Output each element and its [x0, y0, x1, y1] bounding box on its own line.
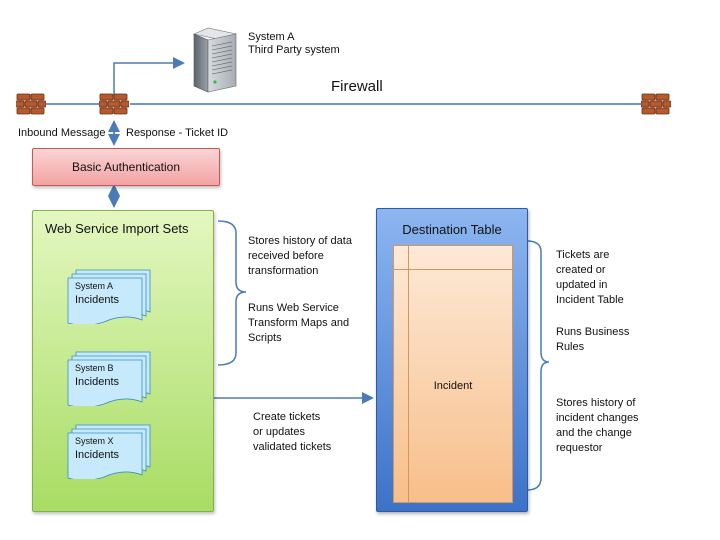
doc-system-label: System B — [75, 363, 114, 373]
doc-system-label: System A — [75, 281, 114, 291]
system-a-sublabel: Third Party system — [248, 44, 340, 56]
history-note-line: received before — [248, 250, 324, 262]
document-stack-icon — [67, 351, 151, 406]
server-icon — [193, 27, 237, 93]
response-ticket-label: Response - Ticket ID — [126, 127, 229, 139]
transform-note-line: Runs Web Service — [248, 302, 339, 314]
transform-note: Runs Web Service Transform Maps and Scri… — [248, 301, 349, 346]
firewall-brick-icon — [99, 93, 129, 115]
tickets-note-line: updated in — [556, 279, 608, 291]
firewall-label: Firewall — [331, 78, 383, 95]
incident-table: Incident — [393, 245, 513, 503]
destination-brace — [526, 240, 550, 491]
business-rules-note: Runs Business Rules — [556, 325, 629, 355]
document-stack-icon — [67, 424, 151, 479]
doc-incidents-label: Incidents — [75, 376, 120, 388]
basic-authentication-box: Basic Authentication — [32, 148, 220, 186]
import-sets-brace — [217, 220, 247, 366]
transform-note-line: Scripts — [248, 332, 282, 344]
changes-history-note: Stores history of incident changes and t… — [556, 396, 639, 456]
inbound-message-label: Inbound Message — [18, 127, 106, 139]
doc-system-label: System X — [75, 436, 114, 446]
import-sets-title: Web Service Import Sets — [45, 221, 189, 236]
table-header-divider — [394, 269, 512, 270]
changes-history-line: and the change — [556, 427, 632, 439]
create-tickets-line: or updates — [253, 426, 305, 438]
tickets-note-line: Tickets are — [556, 249, 610, 261]
history-note: Stores history of data received before t… — [248, 234, 352, 279]
changes-history-line: Stores history of — [556, 397, 636, 409]
business-rules-line: Rules — [556, 341, 585, 353]
system-a-label: System A — [248, 31, 295, 43]
document-stack-system-b: System B Incidents — [66, 350, 152, 406]
changes-history-line: requestor — [556, 442, 603, 454]
incident-table-label: Incident — [433, 380, 473, 392]
basic-authentication-label: Basic Authentication — [71, 160, 181, 174]
tickets-note: Tickets are created or updated in Incide… — [556, 248, 624, 308]
history-note-line: Stores history of data — [248, 235, 352, 247]
create-tickets-line: Create tickets — [253, 411, 321, 423]
table-column-divider — [408, 246, 409, 502]
document-stack-icon — [67, 269, 151, 324]
doc-incidents-label: Incidents — [75, 294, 120, 306]
firewall-brick-icon — [16, 93, 46, 115]
transform-note-line: Transform Maps and — [248, 317, 350, 329]
to-system-a-arrow — [113, 57, 185, 95]
destination-table-box: Destination Table Incident — [376, 208, 528, 512]
tickets-note-line: Incident Table — [556, 294, 624, 306]
destination-table-title: Destination Table — [402, 222, 502, 237]
changes-history-line: incident changes — [556, 412, 639, 424]
document-stack-system-x: System X Incidents — [66, 423, 152, 479]
doc-incidents-label: Incidents — [75, 449, 120, 461]
business-rules-line: Runs Business — [556, 326, 630, 338]
firewall-brick-icon — [641, 93, 671, 115]
create-tickets-note: Create tickets or updates validated tick… — [253, 410, 331, 455]
document-stack-system-a: System A Incidents — [66, 268, 152, 324]
tickets-note-line: created or — [556, 264, 606, 276]
history-note-line: transformation — [248, 265, 319, 277]
create-tickets-line: validated tickets — [253, 441, 332, 453]
